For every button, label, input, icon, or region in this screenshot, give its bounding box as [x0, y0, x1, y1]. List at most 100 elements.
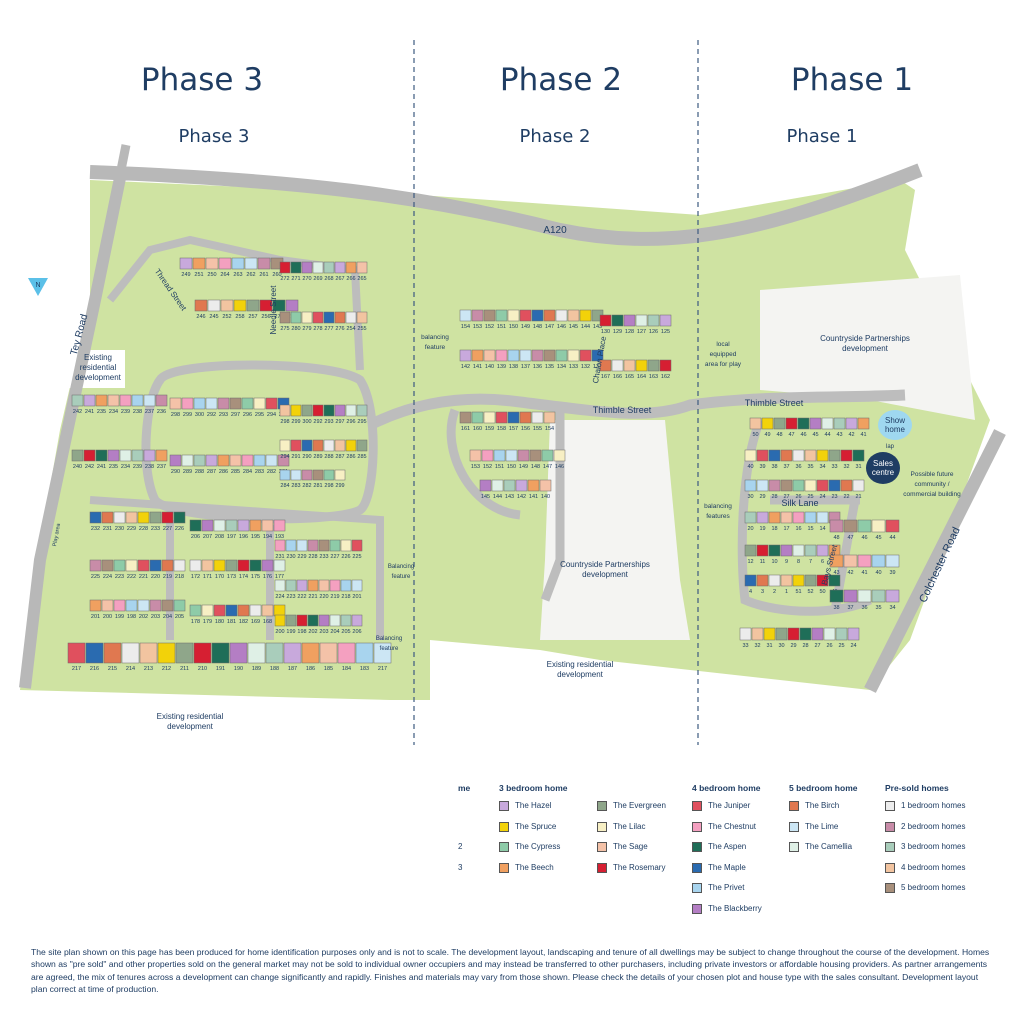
plot[interactable] — [312, 311, 324, 324]
plot[interactable] — [495, 309, 508, 322]
plot[interactable] — [89, 511, 102, 524]
plot[interactable] — [312, 469, 324, 481]
plot[interactable] — [591, 349, 604, 362]
plot[interactable] — [285, 614, 297, 627]
plot[interactable] — [312, 261, 324, 274]
plot[interactable] — [231, 257, 245, 270]
plot[interactable] — [756, 479, 769, 492]
plot[interactable] — [249, 604, 262, 617]
plot[interactable] — [169, 397, 182, 410]
plot[interactable] — [318, 614, 330, 627]
plot[interactable] — [205, 454, 218, 467]
plot[interactable] — [355, 642, 374, 664]
plot[interactable] — [599, 359, 612, 372]
plot[interactable] — [283, 642, 302, 664]
plot[interactable] — [481, 449, 494, 462]
plot[interactable] — [285, 299, 299, 312]
plot[interactable] — [225, 559, 238, 572]
plot[interactable] — [193, 454, 206, 467]
plot[interactable] — [761, 417, 774, 430]
plot[interactable] — [527, 479, 540, 492]
plot[interactable] — [181, 397, 194, 410]
plot[interactable] — [95, 449, 108, 462]
plot[interactable] — [213, 519, 226, 532]
plot[interactable] — [340, 579, 352, 592]
plot[interactable] — [290, 404, 302, 417]
plot[interactable] — [279, 469, 291, 481]
plot[interactable] — [201, 519, 214, 532]
plot[interactable] — [835, 627, 848, 641]
plot[interactable] — [83, 449, 96, 462]
plot[interactable] — [246, 299, 260, 312]
plot[interactable] — [273, 559, 286, 572]
plot[interactable] — [261, 559, 274, 572]
plot[interactable] — [312, 439, 324, 452]
plot[interactable] — [241, 454, 254, 467]
plot[interactable] — [785, 417, 798, 430]
plot[interactable] — [143, 449, 156, 462]
plot[interactable] — [149, 599, 162, 612]
plot[interactable] — [318, 579, 330, 592]
plot[interactable] — [840, 449, 853, 462]
plot[interactable] — [334, 261, 346, 274]
plot[interactable] — [131, 394, 144, 407]
plot[interactable] — [274, 539, 286, 552]
plot[interactable] — [780, 544, 793, 557]
plot[interactable] — [274, 579, 286, 592]
plot[interactable] — [816, 544, 829, 557]
plot[interactable] — [792, 574, 805, 587]
plot[interactable] — [253, 397, 266, 410]
plot[interactable] — [113, 599, 126, 612]
plot[interactable] — [579, 349, 592, 362]
plot[interactable] — [744, 449, 757, 462]
plot[interactable] — [768, 449, 781, 462]
plot[interactable] — [323, 469, 335, 481]
plot[interactable] — [829, 554, 844, 568]
plot[interactable] — [780, 449, 793, 462]
plot[interactable] — [312, 404, 324, 417]
plot[interactable] — [179, 257, 193, 270]
plot[interactable] — [155, 394, 168, 407]
plot[interactable] — [833, 417, 846, 430]
plot[interactable] — [193, 397, 206, 410]
plot[interactable] — [323, 404, 335, 417]
plot[interactable] — [296, 579, 308, 592]
plot[interactable] — [744, 544, 757, 557]
plot[interactable] — [531, 309, 544, 322]
plot[interactable] — [225, 519, 238, 532]
plot[interactable] — [857, 589, 872, 603]
plot[interactable] — [555, 349, 568, 362]
plot[interactable] — [307, 614, 319, 627]
plot[interactable] — [265, 397, 278, 410]
plot[interactable] — [253, 454, 266, 467]
plot[interactable] — [744, 479, 757, 492]
plot[interactable] — [192, 257, 206, 270]
plot[interactable] — [356, 311, 368, 324]
plot[interactable] — [290, 261, 302, 274]
plot[interactable] — [659, 314, 672, 327]
plot[interactable] — [220, 299, 234, 312]
plot[interactable] — [843, 589, 858, 603]
plot[interactable] — [768, 574, 781, 587]
plot[interactable] — [319, 642, 338, 664]
plot[interactable] — [307, 579, 319, 592]
plot[interactable] — [329, 614, 341, 627]
plot[interactable] — [792, 511, 805, 524]
plot[interactable] — [852, 479, 865, 492]
plot[interactable] — [261, 604, 274, 617]
plot[interactable] — [125, 559, 138, 572]
plot[interactable] — [285, 539, 297, 552]
plot[interactable] — [155, 449, 168, 462]
plot[interactable] — [273, 519, 286, 532]
plot[interactable] — [233, 299, 247, 312]
plot[interactable] — [301, 404, 313, 417]
plot[interactable] — [505, 449, 518, 462]
plot[interactable] — [205, 257, 219, 270]
plot[interactable] — [816, 574, 829, 587]
plot[interactable] — [495, 349, 508, 362]
plot[interactable] — [507, 411, 520, 424]
plot[interactable] — [189, 519, 202, 532]
plot[interactable] — [763, 627, 776, 641]
plot[interactable] — [739, 627, 752, 641]
plot[interactable] — [119, 394, 132, 407]
